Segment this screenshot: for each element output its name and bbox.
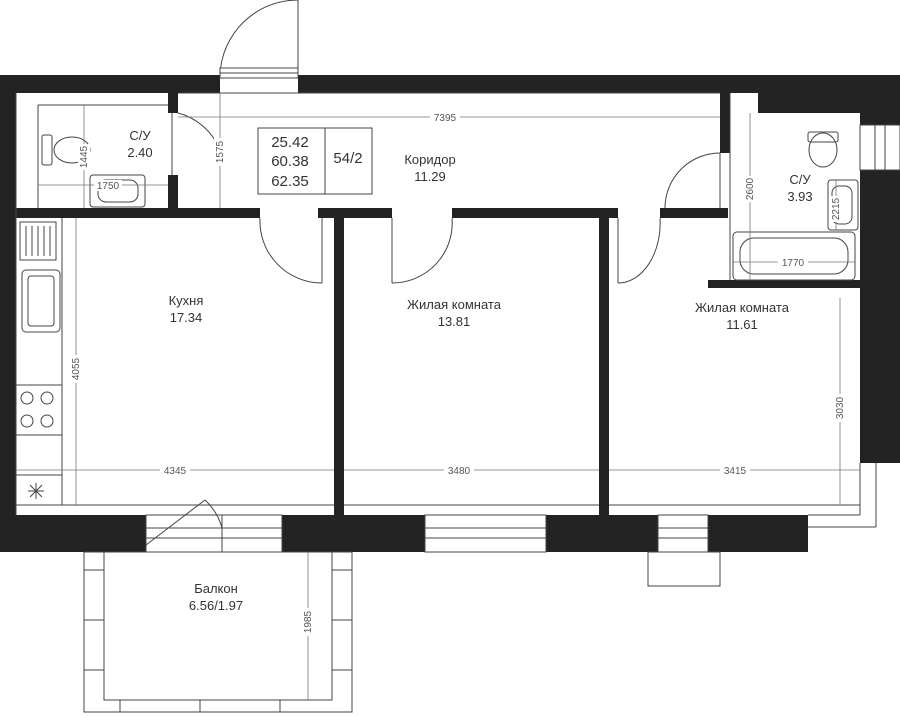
dim-kitchen-depth: 4055 — [71, 357, 82, 380]
dim-kitchen-width: 4345 — [164, 466, 187, 477]
balcony-name: Балкон — [194, 581, 238, 596]
living2-area: 11.61 — [726, 317, 758, 332]
kitchen-area: 17.34 — [170, 310, 203, 325]
living2-name: Жилая комната — [695, 300, 790, 315]
dim-bath-left-width: 1750 — [97, 181, 120, 192]
corridor-area: 11.29 — [414, 169, 446, 184]
windows — [145, 124, 900, 587]
dim-corridor-width: 7395 — [434, 113, 457, 124]
bath-right-area: 3.93 — [787, 189, 812, 204]
total-area-with-balcony-value: 62.35 — [271, 173, 309, 190]
dim-bath-right-tub-width: 1770 — [782, 258, 805, 269]
room-labels: С/У 2.40 Коридор 11.29 С/У 3.93 Кухня 17… — [127, 128, 812, 613]
balcony-area: 6.56/1.97 — [189, 598, 243, 613]
dim-bath-right-height: 2600 — [745, 177, 756, 200]
wall-outlines — [15, 92, 877, 528]
living1-area: 13.81 — [438, 314, 471, 329]
dim-living1-width: 3480 — [448, 466, 471, 477]
total-area-value: 60.38 — [271, 153, 309, 170]
living-area-value: 25.42 — [271, 134, 309, 151]
summary-table: 25.42 60.38 62.35 54/2 — [257, 127, 373, 195]
walls — [0, 75, 900, 552]
dim-living2-depth: 3030 — [835, 396, 846, 419]
living1-name: Жилая комната — [407, 297, 502, 312]
bath-right-name: С/У — [789, 172, 811, 187]
dimension-labels: 7395 1575 1445 1750 2600 1770 2215 4055 … — [70, 111, 846, 636]
apartment-number: 54/2 — [333, 150, 362, 167]
dim-living2-width: 3415 — [724, 466, 747, 477]
corridor-name: Коридор — [404, 152, 455, 167]
kitchen-name: Кухня — [169, 293, 204, 308]
bath-left-area: 2.40 — [127, 145, 152, 160]
dim-bath-left-height: 1445 — [79, 145, 90, 168]
dim-bath-right-tub-height: 2215 — [831, 197, 842, 220]
dim-corridor-depth: 1575 — [215, 140, 226, 163]
fixtures — [15, 131, 859, 506]
bath-left-name: С/У — [129, 128, 151, 143]
dim-balcony-depth: 1985 — [303, 610, 314, 633]
